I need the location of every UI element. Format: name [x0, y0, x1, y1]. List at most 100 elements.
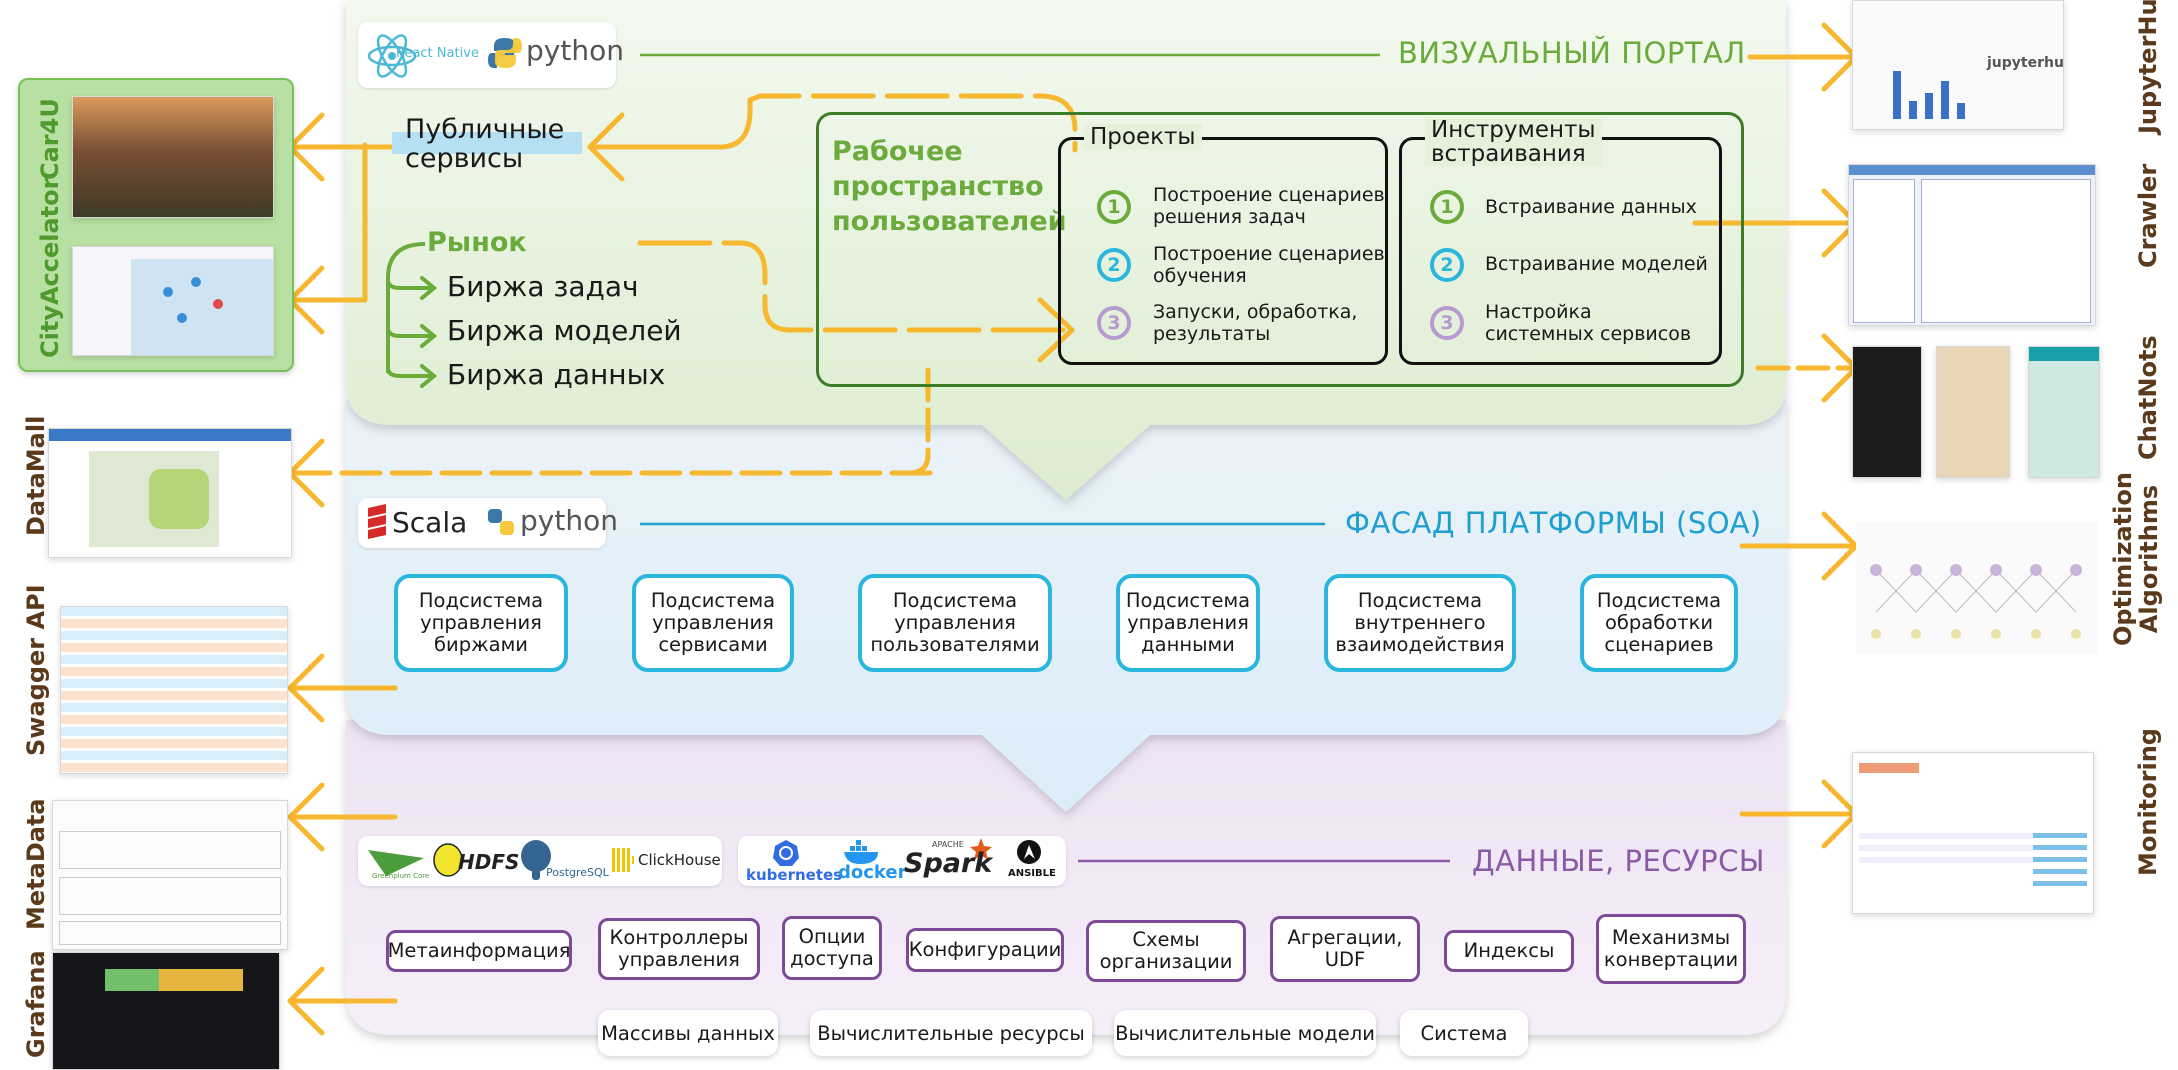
- ansible-logo-text: ANSIBLE: [1008, 868, 1056, 879]
- metadata-screenshot[interactable]: [52, 800, 288, 950]
- monitoring-screenshot[interactable]: [1852, 752, 2094, 914]
- resource-compute[interactable]: Вычислительные ресурсы: [810, 1010, 1092, 1056]
- market-title: Рынок: [427, 227, 527, 258]
- car4u-label: Car4U: [36, 98, 64, 180]
- clickhouse-logo-text: ClickHouse: [638, 851, 721, 869]
- storage-tech-logos: Greenplum Core HDFS PostgreSQL ClickHous…: [358, 836, 722, 886]
- swagger-api-label: Swagger API: [22, 584, 50, 756]
- optimization-algorithms-screenshot[interactable]: [1856, 522, 2098, 654]
- market-item-models[interactable]: Биржа моделей: [447, 314, 682, 347]
- chatnots-label: ChatNots: [2134, 335, 2162, 460]
- python-logo-text: python: [526, 34, 624, 67]
- crawler-screenshot[interactable]: [1848, 164, 2096, 326]
- scala-logo-text: Scala: [392, 506, 468, 539]
- subsystem-exchanges[interactable]: Подсистема управления биржами: [394, 574, 568, 672]
- postgresql-elephant-icon: [521, 840, 551, 880]
- metadata-label: MetaData: [22, 798, 50, 930]
- resource-models[interactable]: Вычислительные модели: [1114, 1010, 1376, 1056]
- swagger-api-screenshot[interactable]: [60, 606, 288, 774]
- kubernetes-icon: [773, 840, 799, 866]
- projects-title: Проекты: [1084, 124, 1202, 150]
- datamall-screenshot[interactable]: [48, 428, 292, 558]
- hdfs-logo-text: HDFS: [458, 850, 520, 874]
- jupyterhub-logo-text: jupyterhub: [1987, 55, 2064, 71]
- projects-step-2-icon: 2: [1097, 248, 1131, 282]
- projects-step-1-icon: 1: [1097, 190, 1131, 224]
- subsystem-data[interactable]: Подсистема управления данными: [1116, 574, 1260, 672]
- projects-step-3-icon: 3: [1097, 306, 1131, 340]
- docker-whale-icon: [844, 840, 878, 864]
- data-item-access-options[interactable]: Опции доступа: [782, 916, 882, 980]
- workspace-title: Рабочее пространство пользователей: [832, 136, 1067, 237]
- infra-tech-logos: kubernetes docker APACHE Spark ANSIBLE: [738, 836, 1066, 886]
- public-services-label[interactable]: Публичные сервисы: [405, 114, 565, 174]
- cityaccelator-screenshot[interactable]: [72, 246, 274, 356]
- docker-logo-text: docker: [838, 862, 907, 883]
- postgresql-logo-text: PostgreSQL: [546, 866, 609, 879]
- react-icon: [367, 34, 417, 78]
- data-item-controllers[interactable]: Контроллеры управления: [598, 918, 760, 980]
- python-logo-text-2: python: [520, 504, 618, 537]
- clickhouse-icon: [612, 848, 634, 872]
- cityaccelator-label: CityAccelator: [36, 177, 64, 358]
- kubernetes-logo-text: kubernetes: [746, 866, 843, 884]
- ansible-icon: [1017, 840, 1041, 864]
- public-services-highlight: [392, 132, 582, 154]
- embedding-step-1-icon: 1: [1430, 190, 1464, 224]
- market-item-tasks[interactable]: Биржа задач: [447, 270, 639, 303]
- car4u-screenshot[interactable]: [72, 96, 274, 218]
- subsystem-users[interactable]: Подсистема управления пользователями: [858, 574, 1052, 672]
- greenplum-icon: [368, 850, 424, 876]
- resource-data-arrays[interactable]: Массивы данных: [598, 1010, 778, 1056]
- chatnots-screenshot-1[interactable]: [1852, 346, 1922, 478]
- data-item-configurations[interactable]: Конфигурации: [906, 928, 1064, 972]
- projects-item-2[interactable]: Построение сценариев обучения: [1153, 243, 1385, 287]
- apache-logo-text: APACHE: [932, 840, 964, 849]
- subsystem-scenarios[interactable]: Подсистема обработки сценариев: [1580, 574, 1738, 672]
- market-bracket: [386, 242, 438, 388]
- chatnots-screenshot-2[interactable]: [1936, 346, 2010, 478]
- embedding-step-2-icon: 2: [1430, 248, 1464, 282]
- embedding-title: Инструменты встраивания: [1425, 118, 1602, 166]
- embedding-item-3[interactable]: Настройка системных сервисов: [1485, 301, 1692, 345]
- chatnots-screenshot-3[interactable]: [2028, 346, 2100, 478]
- grafana-label: Grafana: [22, 950, 50, 1058]
- greenplum-logo-text: Greenplum Core: [372, 872, 430, 880]
- crawler-label: Crawler: [2134, 163, 2162, 268]
- spark-logo-text: Spark: [904, 848, 993, 879]
- projects-item-3[interactable]: Запуски, обработка, результаты: [1153, 301, 1358, 345]
- portal-title: ВИЗУАЛЬНЫЙ ПОРТАЛ: [1398, 36, 1746, 70]
- data-item-metainfo[interactable]: Метаинформация: [386, 930, 572, 972]
- workspace-frame: [816, 112, 1744, 387]
- facade-layer-bg: [346, 400, 1786, 812]
- projects-item-1[interactable]: Построение сценариев решения задач: [1153, 184, 1385, 228]
- python-icon: [488, 38, 522, 68]
- jupyterhub-label: JupyterHub: [2134, 0, 2162, 134]
- data-title: ДАННЫЕ, РЕСУРСЫ: [1472, 844, 1766, 878]
- embedding-item-2[interactable]: Встраивание моделей: [1485, 253, 1708, 275]
- data-item-aggregations[interactable]: Агрегации, UDF: [1270, 916, 1420, 982]
- subsystem-services[interactable]: Подсистема управления сервисами: [632, 574, 794, 672]
- grafana-screenshot[interactable]: [52, 952, 280, 1070]
- facade-tech-logos: Scala python: [358, 498, 618, 548]
- embedding-item-1[interactable]: Встраивание данных: [1485, 196, 1697, 218]
- subsystem-internal[interactable]: Подсистема внутреннего взаимодействия: [1324, 574, 1516, 672]
- resource-system[interactable]: Система: [1400, 1010, 1528, 1056]
- scala-icon: [368, 504, 386, 539]
- network-graph-icon: [1870, 564, 2082, 639]
- facade-title: ФАСАД ПЛАТФОРМЫ (SOA): [1345, 506, 1762, 540]
- portal-tech-logos: React Native python: [358, 22, 624, 88]
- data-item-schemas[interactable]: Схемы организации: [1086, 920, 1246, 982]
- monitoring-label: Monitoring: [2134, 728, 2162, 876]
- react-native-logo-text: React Native: [396, 46, 479, 61]
- market-item-data[interactable]: Биржа данных: [447, 358, 666, 391]
- jupyterhub-screenshot[interactable]: jupyterhub: [1852, 0, 2064, 130]
- optimization-algorithms-label: Optimization Algorithms: [2109, 472, 2163, 646]
- data-item-converters[interactable]: Механизмы конвертации: [1596, 914, 1746, 984]
- data-item-indexes[interactable]: Индексы: [1444, 930, 1574, 972]
- projects-box: [1058, 137, 1388, 365]
- python-icon-2: [488, 509, 514, 535]
- embedding-step-3-icon: 3: [1430, 306, 1464, 340]
- hdfs-elephant-icon: [433, 843, 463, 877]
